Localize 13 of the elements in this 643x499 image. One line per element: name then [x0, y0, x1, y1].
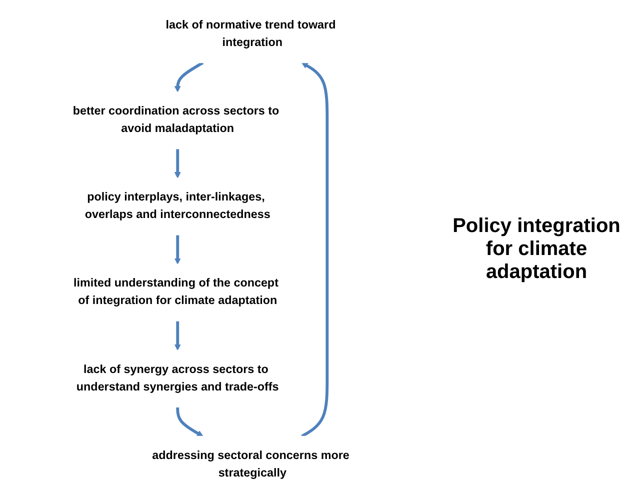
node-text: lack of normative trend toward integration [166, 18, 336, 49]
node-text: limited understanding of the concept of integration for climate adaptation [74, 277, 278, 308]
node-text: policy interplays, inter-linkages, overlaps and interconnectedness [84, 191, 270, 222]
arrow [176, 407, 204, 437]
node-text: addressing sectoral concerns more strategically [152, 449, 350, 480]
arrow [174, 148, 181, 178]
center-title: Policy integration for climate adaptation [452, 215, 622, 284]
node-text: better coordination across sectors to avoid maladaptation [72, 105, 280, 135]
arrow [174, 321, 181, 350]
arrow [174, 61, 204, 92]
arrow [174, 234, 181, 264]
node-text: lack of synergy across sectors to understand synergies and trade-offs [76, 363, 279, 394]
arrow [301, 62, 329, 438]
